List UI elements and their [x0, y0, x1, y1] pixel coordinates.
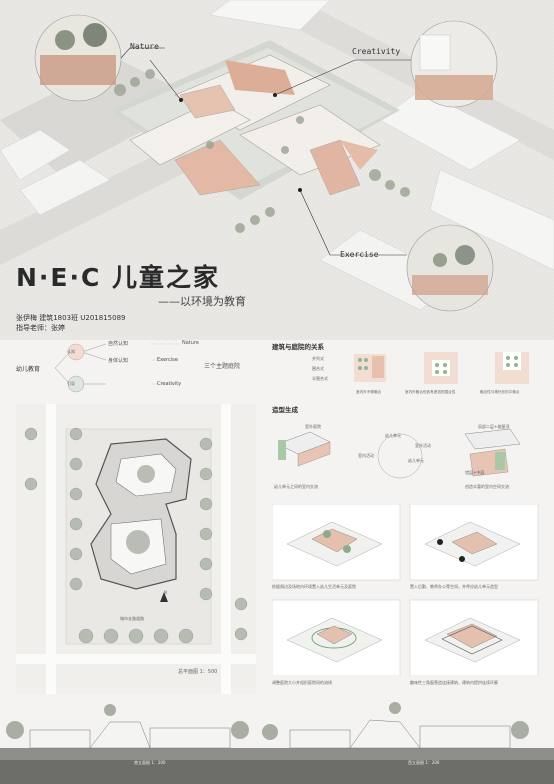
form-label-7: 错层+中庭 [465, 470, 485, 475]
nature-label: Nature [130, 42, 159, 51]
relation-type-3: 半围合式 [312, 376, 328, 381]
form-caption-2: 创造丰富的室内空间交流 [465, 484, 509, 489]
form-caption-1: 幼儿单元之间的室内交流 [274, 484, 318, 489]
concept-item-3-en: Creativity [157, 381, 182, 387]
page-subtitle: ——以环境为教育 [158, 295, 246, 308]
step-diagrams [272, 504, 539, 676]
exercise-vignette [406, 224, 494, 312]
aerial-view [0, 0, 554, 340]
form-label-5: 幼儿单元 [408, 458, 424, 463]
step-panel-3 [272, 599, 401, 676]
form-title: 造型生成 [272, 406, 298, 414]
exercise-label: Exercise [340, 250, 379, 259]
concept-item-1-cn: 自然认知 [108, 341, 129, 347]
concept-item-1-en: Nature [182, 340, 199, 346]
step-caption-2: 置入后勤、教师办公等空间，并呼应幼儿单元造型 [410, 584, 498, 589]
relation-caption-2: 室内外融合但各有遮挡的围合性 [405, 390, 456, 394]
concept-node-guide: 引导 [67, 381, 75, 386]
creativity-label: Creativity [352, 47, 401, 56]
relation-title: 建筑与庭院的关系 [272, 343, 324, 351]
relation-type-2: 围合式 [312, 366, 324, 371]
north-arrow-label: N [164, 590, 167, 595]
step-panel-2 [409, 504, 539, 581]
concept-result: 三个主题庭院 [204, 363, 241, 370]
elevation-south-label: 南立面图 1：200 [134, 760, 166, 765]
step-caption-1: 依据周边及场地内环境置入幼儿生活单元及庭院 [272, 584, 356, 589]
relation-caption-3: 融合性与精外形的平衡点 [480, 390, 520, 394]
form-label-3: 室外活动 [415, 443, 431, 448]
step-panel-1 [272, 504, 401, 581]
relation-diagrams [354, 352, 529, 384]
step-caption-4: 趣味性三角窗营造连接建筑，建筑内提供连续环廊 [410, 680, 498, 685]
form-label-1: 室外庭院 [305, 424, 321, 429]
elevation-west-label: 西立面图 1：200 [408, 760, 440, 765]
concept-root: 幼儿教育 [16, 366, 41, 373]
form-diagrams [277, 428, 521, 479]
site-plan-road-label: 城市支路道路 [120, 616, 144, 621]
step-caption-3: 调整庭院大小并组织庭院间的流线 [272, 680, 332, 685]
step-panel-4 [409, 599, 539, 676]
site-plan-caption: 总平面图 1：500 [178, 669, 218, 675]
form-label-2: 幼儿单元 [385, 433, 401, 438]
concept-diagram [54, 343, 180, 393]
form-label-4: 室内活动 [358, 453, 374, 458]
author-line: 张伊梅 建筑1803班 U201815089 [16, 314, 126, 322]
site-plan [16, 404, 256, 694]
relation-type-1: 并列式 [312, 356, 324, 361]
author-info: 张伊梅 建筑1803班 U201815089 指导老师：张婷 [16, 313, 125, 333]
concept-item-2-cn: 身体认知 [108, 358, 129, 364]
page-title: N·E·C 儿童之家 [16, 263, 221, 292]
concept-node-cognition: 认知 [67, 349, 75, 354]
relation-caption-1: 室内外不够融合 [356, 390, 382, 394]
concept-item-2-en: Exercise [157, 357, 178, 363]
elevations [0, 702, 554, 784]
advisor-line: 指导老师：张婷 [16, 324, 65, 332]
form-label-6: 局部二层+坡屋顶 [478, 424, 510, 429]
